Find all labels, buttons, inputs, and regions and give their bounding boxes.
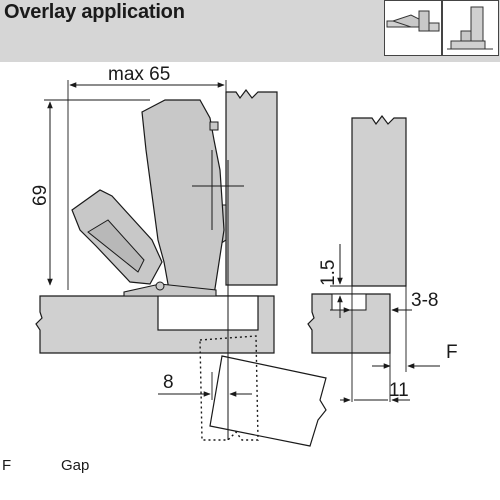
- header-bar: Overlay application: [0, 0, 500, 62]
- legend-value-gap: Gap: [61, 457, 90, 474]
- cabinet-side-panel: [225, 89, 278, 286]
- dim-height-label: 69: [30, 185, 51, 206]
- hinge-lever-inner: [87, 219, 145, 273]
- right-door-panel: [307, 293, 391, 354]
- dim-overlay-label: 3-8: [411, 290, 438, 311]
- dim-clearance-label: 11: [389, 380, 409, 401]
- legend-key-gap: F: [2, 457, 12, 474]
- hinge-cup-base: [123, 283, 217, 297]
- door-rotated-outline: [209, 355, 327, 447]
- page-title: Overlay application: [4, 1, 185, 23]
- dim-offset-label: 8: [163, 372, 174, 393]
- right-door-edge: [331, 293, 367, 311]
- cabinet-section-thumbnail-icon[interactable]: [442, 0, 499, 56]
- right-cabinet-side-panel: [351, 115, 407, 287]
- overlay-thumbnail-icon[interactable]: [384, 0, 442, 56]
- dim-min-gap-label: 1.5: [318, 260, 339, 286]
- hinge-arm: [141, 99, 225, 296]
- hinge-cup-recess: [157, 295, 259, 331]
- gap-symbol-label: F: [446, 342, 458, 363]
- hinge-screw: [155, 281, 165, 291]
- door-open-dashed-outline: [199, 335, 259, 441]
- dim-max-width-label: max 65: [108, 64, 170, 85]
